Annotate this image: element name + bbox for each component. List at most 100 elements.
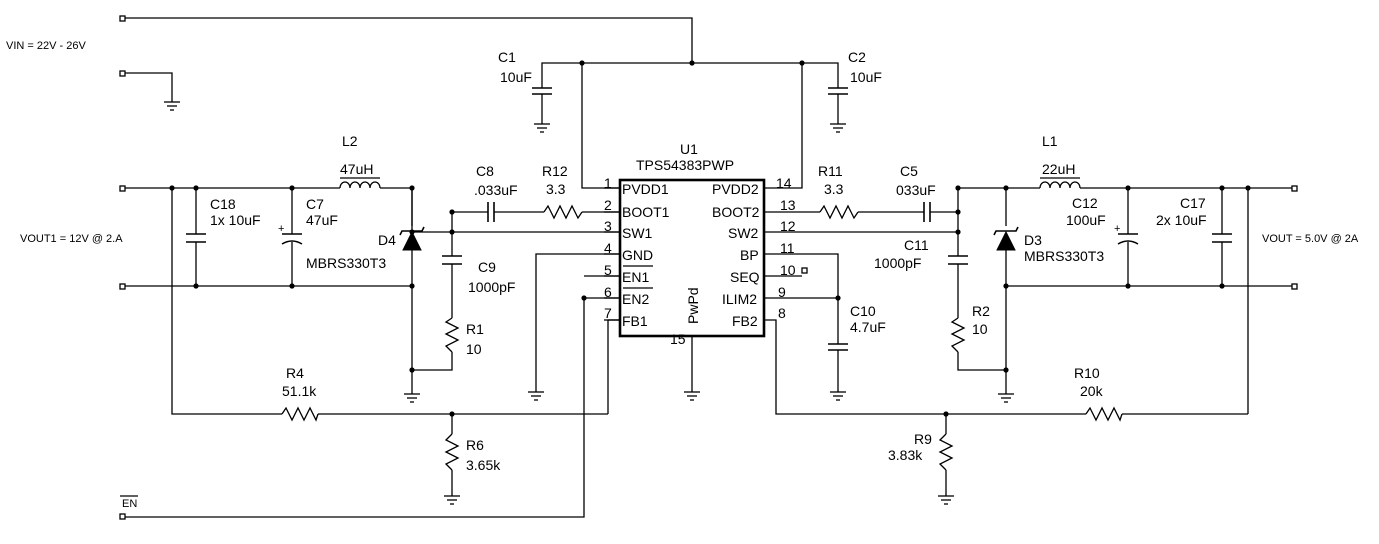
- vout2-label: VOUT = 5.0V @ 2A: [1262, 233, 1359, 245]
- d4-value: MBRS330T3: [306, 255, 387, 271]
- r9-value: 3.83k: [888, 447, 923, 463]
- c2-value: 10uF: [850, 69, 882, 85]
- resistor-r1-icon: [444, 317, 460, 353]
- ground-icon: [404, 393, 420, 403]
- ic-pin-number: 6: [604, 284, 612, 300]
- junction-dots: [169, 60, 1251, 417]
- vout1-gnd-terminal: [119, 283, 126, 290]
- svg-text:+: +: [1114, 223, 1120, 235]
- resistor-r9-icon: [938, 433, 954, 471]
- ground-icon: [444, 495, 460, 505]
- seq-terminal: [801, 267, 808, 274]
- resistor-r11-icon: [819, 204, 859, 220]
- ground-icon: [528, 391, 544, 401]
- c11-ref: C11: [904, 237, 929, 253]
- vout2-terminal: [1291, 185, 1298, 192]
- capacitor-c7-icon: +: [278, 223, 303, 245]
- ic-pin-number: 12: [780, 218, 796, 234]
- r1-ref: R1: [466, 321, 484, 337]
- ground-icon: [830, 391, 846, 401]
- c5-ref: C5: [900, 163, 918, 179]
- d3-ref: D3: [1024, 232, 1042, 248]
- capacitor-c12-icon: +: [1114, 223, 1139, 245]
- c10-value: 4.7uF: [850, 319, 886, 335]
- ic-pin-name: SEQ: [730, 269, 760, 285]
- ic-pad-pin-label: 15: [670, 331, 686, 347]
- r6-ref: R6: [466, 437, 484, 453]
- c12-value: 100uF: [1066, 212, 1106, 228]
- resistor-r6-icon: [444, 433, 460, 471]
- d3-value: MBRS330T3: [1024, 248, 1105, 264]
- ic-ref-label: U1: [680, 141, 698, 157]
- ic-pin-number: 14: [776, 175, 792, 191]
- ic-pin-number: 8: [778, 305, 786, 321]
- capacitor-c8-icon: [487, 202, 495, 222]
- l1-value: 22uH: [1042, 161, 1076, 177]
- vout1-terminal: [119, 185, 126, 192]
- ic-pin-name: SW1: [622, 225, 653, 241]
- capacitor-c2-icon: [828, 87, 848, 95]
- ic-pin-name: BOOT2: [712, 204, 760, 220]
- c11-value: 1000pF: [874, 255, 922, 271]
- en-label: EN: [122, 498, 138, 510]
- ic-pin-number: 1: [604, 175, 612, 191]
- ground-icon: [164, 101, 180, 111]
- d4-ref: D4: [378, 232, 396, 248]
- r2-ref: R2: [972, 303, 990, 319]
- c2-ref: C2: [848, 49, 866, 65]
- resistor-r12-icon: [543, 204, 583, 220]
- vin-terminal: [119, 15, 126, 22]
- c1-ref: C1: [498, 49, 516, 65]
- vin-gnd-terminal: [119, 70, 126, 77]
- inductor-l1-icon: [1039, 177, 1081, 189]
- resistor-symbols: [281, 204, 1123, 471]
- ground-symbols: [164, 101, 1014, 505]
- ic-u1: [120, 178, 766, 497]
- c12-ref: C12: [1072, 195, 1098, 211]
- ground-icon: [830, 123, 846, 133]
- ic-pin-name: FB2: [732, 313, 758, 329]
- c7-value: 47uF: [306, 212, 338, 228]
- resistor-r4-icon: [281, 406, 319, 422]
- r1-value: 10: [466, 341, 482, 357]
- ic-pin-name: PVDD2: [712, 181, 759, 197]
- ic-pin-number: 2: [604, 197, 612, 213]
- ic-part-label: TPS54383PWP: [636, 157, 735, 173]
- ic-pin-number: 9: [778, 284, 786, 300]
- r12-ref: R12: [542, 163, 568, 179]
- l2-value: 47uH: [340, 161, 374, 177]
- ic-pin-number: 5: [604, 262, 612, 278]
- c9-ref: C9: [478, 259, 496, 275]
- r9-ref: R9: [914, 431, 932, 447]
- ground-icon: [998, 393, 1014, 403]
- ic-pin-name: SW2: [728, 225, 759, 241]
- c18-value: 1x 10uF: [210, 212, 261, 228]
- c10-ref: C10: [850, 303, 876, 319]
- ic-u1-body: [618, 178, 766, 338]
- ic-pin-name: PVDD1: [622, 181, 669, 197]
- ic-pin-name: EN2: [622, 291, 650, 307]
- c8-ref: C8: [476, 163, 494, 179]
- ground-icon: [938, 495, 954, 505]
- r12-value: 3.3: [546, 181, 566, 197]
- capacitor-c10-icon: [828, 343, 848, 351]
- c7-ref: C7: [306, 196, 324, 212]
- inductor-l2-icon: [339, 177, 381, 189]
- resistor-r10-icon: [1085, 406, 1123, 422]
- r6-value: 3.65k: [466, 457, 501, 473]
- capacitor-c5-icon: [923, 202, 931, 222]
- ic-pin-number: 4: [604, 240, 612, 256]
- c17-ref: C17: [1180, 195, 1206, 211]
- resistor-r2-icon: [950, 317, 966, 353]
- inductor-symbols: [339, 177, 1081, 189]
- c18-ref: C18: [210, 196, 236, 212]
- r4-value: 51.1k: [282, 383, 317, 399]
- diode-d4-icon: [399, 226, 425, 251]
- c8-value: .033uF: [474, 182, 518, 198]
- capacitor-symbols: + +: [186, 87, 1232, 351]
- c1-value: 10uF: [500, 69, 532, 85]
- ic-pin-name: FB1: [622, 313, 648, 329]
- capacitor-c17-icon: [1212, 233, 1232, 243]
- c9-value: 1000pF: [468, 279, 516, 295]
- ground-icon: [684, 391, 700, 401]
